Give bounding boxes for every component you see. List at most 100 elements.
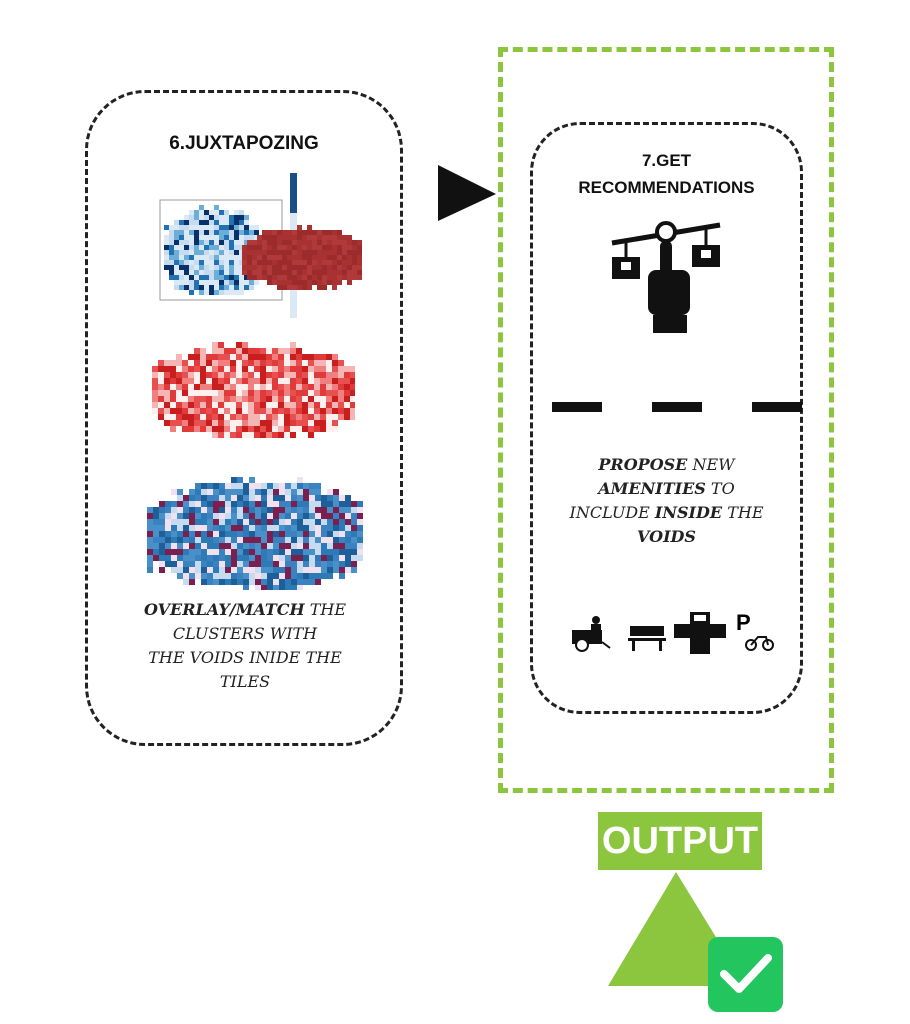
map-tile xyxy=(153,525,159,531)
map-tile xyxy=(326,408,332,414)
map-tile xyxy=(209,280,214,285)
map-tile xyxy=(357,555,363,561)
map-tile xyxy=(207,519,213,525)
map-tile xyxy=(327,260,332,265)
map-tile xyxy=(297,567,303,573)
map-tile xyxy=(312,230,317,235)
map-tile xyxy=(214,245,219,250)
map-tile xyxy=(284,420,290,426)
map-tile xyxy=(237,501,243,507)
map-tile xyxy=(225,495,231,501)
map-tile xyxy=(177,507,183,513)
map-tile xyxy=(170,360,176,366)
map-tile xyxy=(309,513,315,519)
map-tile xyxy=(342,275,347,280)
map-tile xyxy=(199,290,204,295)
map-tile xyxy=(297,531,303,537)
map-tile xyxy=(174,275,179,280)
map-tile xyxy=(194,372,200,378)
map-tile xyxy=(237,525,243,531)
map-tile xyxy=(297,280,302,285)
map-tile xyxy=(297,483,303,489)
heatmap-overlay-image xyxy=(159,173,362,318)
map-tile xyxy=(285,531,291,537)
map-tile xyxy=(195,507,201,513)
map-tile xyxy=(152,390,158,396)
map-tile xyxy=(309,549,315,555)
map-tile xyxy=(338,378,344,384)
map-tile xyxy=(272,408,278,414)
map-tile xyxy=(219,573,225,579)
map-tile xyxy=(214,205,219,210)
map-tile xyxy=(272,384,278,390)
map-tile xyxy=(337,245,342,250)
map-tile xyxy=(290,384,296,390)
map-tile xyxy=(242,354,248,360)
map-tile xyxy=(308,390,314,396)
map-tile xyxy=(189,561,195,567)
map-tile xyxy=(339,525,345,531)
map-tile xyxy=(273,537,279,543)
map-tile xyxy=(332,260,337,265)
map-tile xyxy=(332,384,338,390)
map-tile xyxy=(171,519,177,525)
map-tile xyxy=(342,270,347,275)
map-tile xyxy=(194,220,199,225)
map-tile xyxy=(272,270,277,275)
map-tile xyxy=(248,378,254,384)
map-tile xyxy=(165,555,171,561)
map-tile xyxy=(257,250,262,255)
map-tile xyxy=(213,561,219,567)
map-tile xyxy=(194,215,199,220)
map-tile xyxy=(242,420,248,426)
map-tile xyxy=(307,250,312,255)
map-tile xyxy=(315,537,321,543)
map-tile xyxy=(179,220,184,225)
map-tile xyxy=(302,420,308,426)
map-tile xyxy=(342,255,347,260)
map-tile xyxy=(207,549,213,555)
map-tile xyxy=(327,555,333,561)
map-tile xyxy=(291,537,297,543)
map-tile xyxy=(199,220,204,225)
map-tile xyxy=(333,555,339,561)
map-tile xyxy=(225,549,231,555)
map-tile xyxy=(224,245,229,250)
map-tile xyxy=(219,489,225,495)
map-tile xyxy=(290,396,296,402)
map-tile xyxy=(164,414,170,420)
map-tile xyxy=(357,255,362,260)
map-tile xyxy=(165,549,171,555)
map-tile xyxy=(201,543,207,549)
map-tile xyxy=(176,354,182,360)
map-tile xyxy=(188,366,194,372)
map-tile xyxy=(174,225,179,230)
map-tile xyxy=(237,573,243,579)
map-tile xyxy=(261,561,267,567)
map-tile xyxy=(184,250,189,255)
map-tile xyxy=(239,230,244,235)
map-tile xyxy=(277,285,282,290)
map-tile xyxy=(159,501,165,507)
map-tile xyxy=(194,260,199,265)
map-tile xyxy=(243,519,249,525)
map-tile xyxy=(303,507,309,513)
map-tile xyxy=(194,245,199,250)
map-tile xyxy=(206,390,212,396)
map-tile xyxy=(179,225,184,230)
map-tile xyxy=(254,408,260,414)
map-tile xyxy=(239,235,244,240)
map-tile xyxy=(277,275,282,280)
map-tile xyxy=(247,250,252,255)
map-tile xyxy=(207,567,213,573)
map-tile xyxy=(194,230,199,235)
map-tile xyxy=(236,360,242,366)
map-tile xyxy=(207,561,213,567)
map-tile xyxy=(159,537,165,543)
map-tile xyxy=(199,270,204,275)
map-tile xyxy=(206,384,212,390)
map-tile xyxy=(302,408,308,414)
map-tile xyxy=(231,483,237,489)
map-tile xyxy=(242,372,248,378)
map-tile xyxy=(189,507,195,513)
